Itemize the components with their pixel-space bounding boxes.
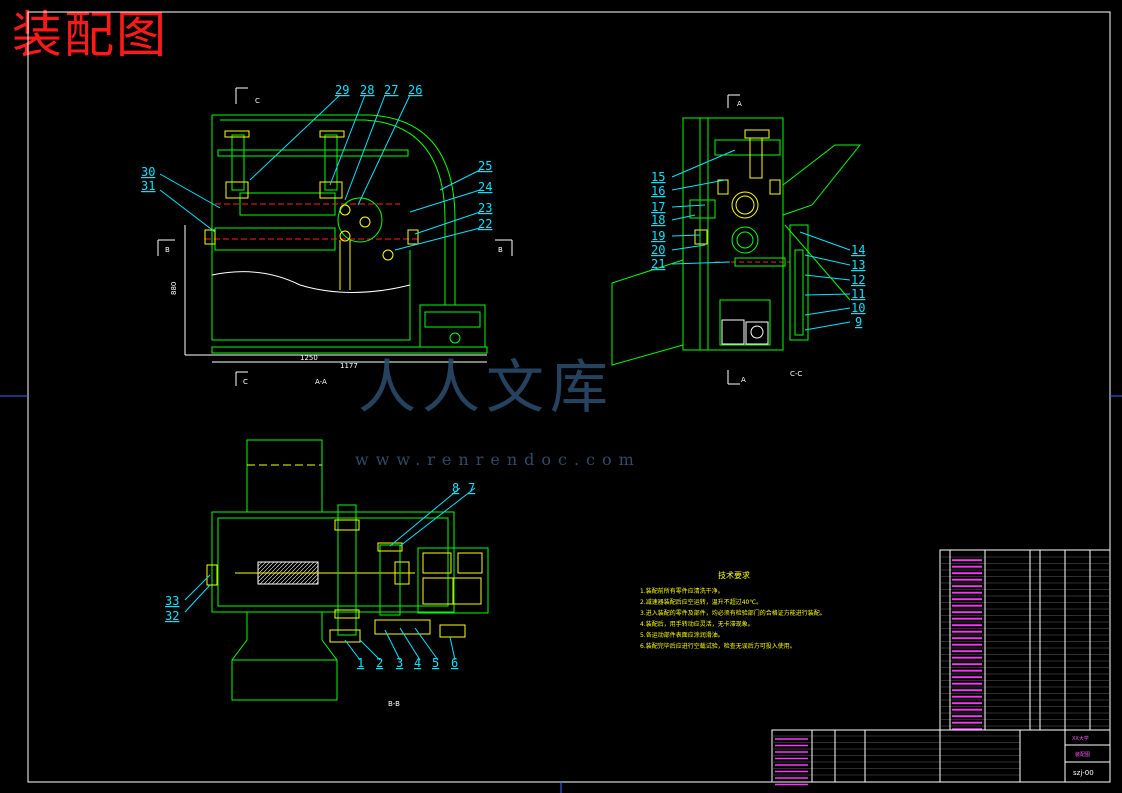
part-label: 9 [855, 315, 862, 329]
technical-requirements: 技术要求 1.装配前所有零件应清洗干净。 2.减速器装配后应空运转，温升不超过4… [640, 570, 826, 650]
part-label: 22 [478, 217, 492, 231]
part-label: 7 [468, 481, 475, 495]
view-label-cc: C-C [790, 370, 802, 378]
part-label: 29 [335, 83, 349, 97]
part-label: 31 [141, 179, 155, 193]
dimension-1177: 1177 [340, 362, 358, 370]
part-label: 30 [141, 165, 155, 179]
view-label-bb: B-B [388, 700, 400, 708]
part-label: 27 [384, 83, 398, 97]
tech-req-line: 3.进入装配的零件及部件，均必须有检验部门的合格证方能进行装配。 [640, 609, 826, 617]
part-label: 21 [651, 257, 665, 271]
part-label: 26 [408, 83, 422, 97]
labels-aa: 29 28 27 26 30 31 25 24 23 22 [141, 83, 492, 231]
section-letter-a-bottom: A [741, 376, 746, 384]
tech-req-line: 4.装配后，用手转动应灵活，无卡滞现象。 [640, 620, 754, 628]
labels-cc: 15 16 17 18 19 20 21 14 13 12 11 10 9 [651, 170, 865, 329]
section-letter-a-top: A [737, 100, 742, 108]
drawing-frame [27, 11, 1111, 783]
part-label: 19 [651, 229, 665, 243]
part-label: 20 [651, 243, 665, 257]
labels-bb: 8 7 33 32 1 2 3 4 5 6 [165, 481, 475, 670]
view-label-aa: A-A [315, 378, 327, 386]
part-label: 32 [165, 609, 179, 623]
part-label: 1 [357, 656, 364, 670]
title-block: XX大学 装配图 szj-00 [771, 729, 1111, 786]
drawing-title: 装配图 [12, 6, 168, 64]
part-label: 25 [478, 159, 492, 173]
part-label: 5 [432, 656, 439, 670]
part-label: 8 [452, 481, 459, 495]
dimension-1250: 1250 [300, 354, 318, 362]
tech-req-line: 2.减速器装配后应空运转，温升不超过40℃。 [640, 598, 762, 606]
part-label: 6 [451, 656, 458, 670]
section-letter-b-left: B [165, 246, 170, 254]
part-label: 2 [376, 656, 383, 670]
section-letter-c-top: C [255, 97, 260, 105]
view-cc: A A C-C [611, 94, 862, 385]
watermark-brand: 人人文库 [358, 353, 615, 421]
view-aa: 1250 1177 880 C C B B A-A [157, 87, 513, 386]
section-letter-c-bottom: C [243, 378, 248, 386]
part-label: 3 [396, 656, 403, 670]
parts-list-table [939, 549, 1111, 731]
section-letter-b-right: B [498, 246, 503, 254]
part-label: 17 [651, 200, 665, 214]
tech-req-line: 6.装配完毕后应进行空载试验，检查无误后方可投入使用。 [640, 642, 796, 650]
watermark-url: www.renrendoc.com [355, 450, 641, 469]
part-label: 11 [851, 287, 865, 301]
part-label: 24 [478, 180, 492, 194]
part-label: 12 [851, 273, 865, 287]
part-label: 4 [414, 656, 421, 670]
part-label: 10 [851, 301, 865, 315]
part-label: 18 [651, 213, 665, 227]
dimension-880: 880 [170, 282, 178, 295]
part-label: 13 [851, 258, 865, 272]
tech-req-line: 5.各运动部件表面应涂润滑油。 [640, 631, 724, 639]
tech-req-line: 1.装配前所有零件应清洗干净。 [640, 587, 724, 595]
part-label: 28 [360, 83, 374, 97]
title-block-school: XX大学 [1072, 735, 1089, 742]
part-label: 16 [651, 184, 665, 198]
tech-req-heading: 技术要求 [718, 570, 750, 580]
title-block-drawing-no: szj-00 [1073, 769, 1094, 777]
title-block-name: 装配图 [1075, 751, 1090, 758]
part-label: 14 [851, 243, 865, 257]
part-label: 15 [651, 170, 665, 184]
part-label: 23 [478, 201, 492, 215]
view-bb: B-B [184, 439, 489, 708]
part-label: 33 [165, 594, 179, 608]
